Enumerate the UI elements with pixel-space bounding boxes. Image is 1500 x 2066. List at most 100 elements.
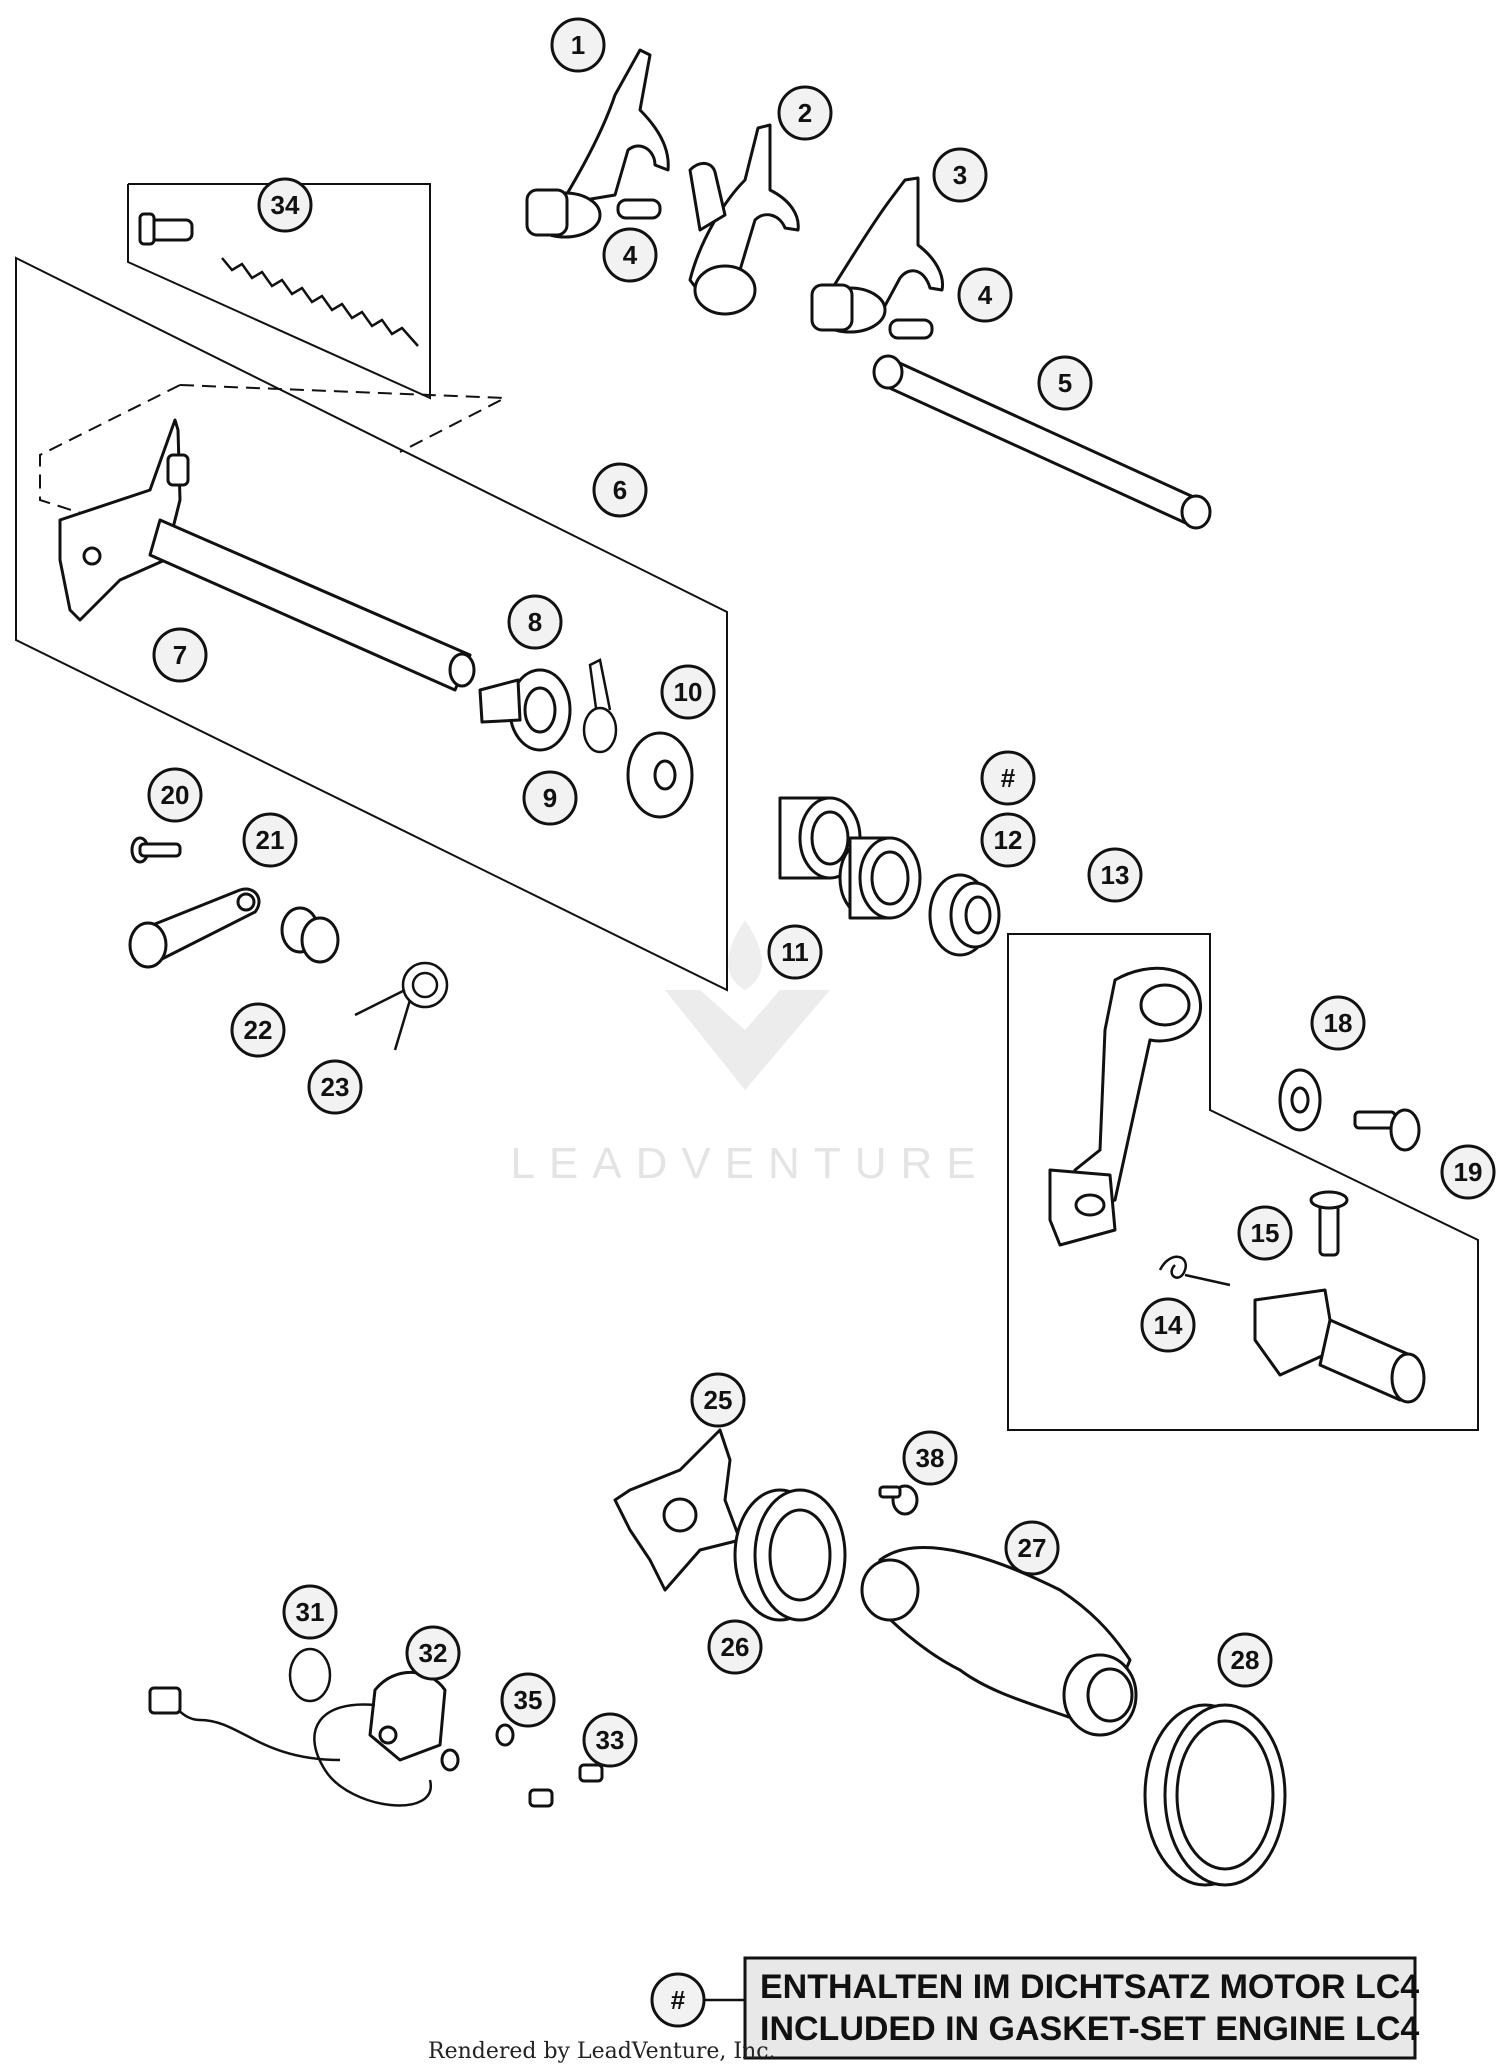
callout-label: 35 [514, 1685, 543, 1715]
shift-lever-frame [1007, 933, 1479, 1431]
callout-22: 22 [230, 1002, 286, 1058]
spring-clip-9 [582, 658, 618, 754]
dashed-outline-top [179, 384, 509, 453]
callout-26: 26 [707, 1619, 763, 1675]
callout-label: 11 [781, 937, 809, 967]
washer-18 [1278, 1068, 1322, 1132]
callout-33: 33 [582, 1712, 638, 1768]
callout-label: 32 [419, 1638, 448, 1668]
callout-label: 13 [1101, 860, 1130, 890]
legend-box [743, 1956, 1417, 2060]
shift-drum-27 [860, 1546, 1138, 1737]
spring-23 [354, 961, 449, 1051]
spring-bolt-34 [138, 212, 419, 347]
callout-28: 28 [1217, 1632, 1273, 1688]
callout-18: 18 [1310, 995, 1366, 1051]
legend-line-1: ENTHALTEN IM DICHTSATZ MOTOR LC4 [760, 1968, 1419, 2006]
callout-label: 23 [321, 1072, 350, 1102]
callout-25: 25 [690, 1372, 746, 1428]
callout-label: 2 [798, 98, 812, 128]
callout-9: 9 [522, 770, 578, 826]
roller-22 [280, 906, 340, 964]
callout-label: 18 [1324, 1008, 1353, 1038]
callout-8: 8 [507, 594, 563, 650]
shift-fork-2 [688, 123, 800, 316]
callout-label: 19 [1454, 1157, 1483, 1187]
callout-label: 20 [161, 780, 190, 810]
callout-label: 27 [1018, 1533, 1047, 1563]
callout-label: 4 [623, 240, 638, 270]
callout-34: 34 [257, 177, 313, 233]
legend: # ENTHALTEN IM DICHTSATZ MOTOR LC4 INCLU… [650, 1956, 1419, 2060]
callout-4a: 4 [602, 227, 658, 283]
watermark-text: LEADVENTURE [510, 1139, 989, 1188]
callout-hash: # [980, 750, 1036, 806]
callout-label: 25 [704, 1385, 733, 1415]
callout-4b: 4 [957, 267, 1013, 323]
callout-7: 7 [152, 627, 208, 683]
pin-15 [1309, 1190, 1349, 1257]
shift-fork-3 [810, 176, 945, 334]
legend-line-2: INCLUDED IN GASKET-SET ENGINE LC4 [760, 2010, 1419, 2048]
callout-label: 15 [1251, 1218, 1280, 1248]
callout-31: 31 [282, 1584, 338, 1640]
guide-pin-4b [888, 318, 934, 340]
shift-lever-13 [1048, 966, 1202, 1247]
callout-38: 38 [902, 1430, 958, 1486]
callout-label: 12 [994, 825, 1023, 855]
lever-21 [128, 887, 261, 969]
spring-frame [127, 183, 431, 400]
callout-label: 4 [978, 280, 993, 310]
callout-19: 19 [1440, 1144, 1496, 1200]
spring-14 [1158, 1255, 1231, 1287]
callout-13: 13 [1087, 847, 1143, 903]
needle-bearing-11b [838, 836, 922, 920]
callouts: 1 2 3 4 4 5 34 6 7 8 9 10 20 21 22 23 11… [147, 17, 1496, 1768]
footer-credit: Rendered by LeadVenture, Inc. [428, 2039, 776, 2064]
shift-rail-5 [872, 354, 1212, 530]
callout-label: 22 [244, 1015, 273, 1045]
callout-label: 14 [1154, 1310, 1183, 1340]
o-ring-31 [288, 1647, 332, 1703]
shift-cam-25 [613, 1428, 742, 1592]
callout-label: 9 [543, 783, 557, 813]
watermark: LEADVENTURE [510, 920, 989, 1188]
guide-disc-8 [478, 668, 572, 752]
callout-21: 21 [242, 812, 298, 868]
callout-label: 6 [613, 475, 627, 505]
bearing-26 [733, 1488, 847, 1622]
callout-label: # [1001, 763, 1016, 793]
callout-11: 11 [767, 924, 823, 980]
callout-label: 10 [674, 677, 703, 707]
callout-label: 3 [953, 160, 967, 190]
callout-12: 12 [980, 812, 1036, 868]
callout-2: 2 [777, 85, 833, 141]
callout-23: 23 [307, 1059, 363, 1115]
callout-label: 26 [721, 1632, 750, 1662]
callout-label: 33 [596, 1725, 625, 1755]
callout-14: 14 [1140, 1297, 1196, 1353]
callout-label: 38 [916, 1443, 945, 1473]
callout-10: 10 [660, 664, 716, 720]
shift-shaft-6 [58, 418, 476, 692]
callout-label: 8 [528, 607, 542, 637]
shift-shaft-frame [15, 256, 728, 992]
callout-label: 28 [1231, 1645, 1260, 1675]
guide-pin-4a [616, 198, 662, 220]
callout-6: 6 [592, 462, 648, 518]
screw-38 [878, 1484, 919, 1516]
dashed-outline-left [39, 384, 191, 549]
callout-32: 32 [405, 1625, 461, 1681]
callout-35: 35 [500, 1672, 556, 1728]
screw-33 [528, 1763, 604, 1808]
shift-fork-1 [525, 48, 670, 239]
callout-label: 1 [571, 30, 585, 60]
bearing-28 [1143, 1703, 1287, 1887]
callout-5: 5 [1037, 355, 1093, 411]
callout-label: 7 [173, 640, 187, 670]
callout-20: 20 [147, 767, 203, 823]
callout-3: 3 [932, 147, 988, 203]
bolt-20 [130, 836, 182, 864]
washer-35 [440, 1723, 515, 1772]
